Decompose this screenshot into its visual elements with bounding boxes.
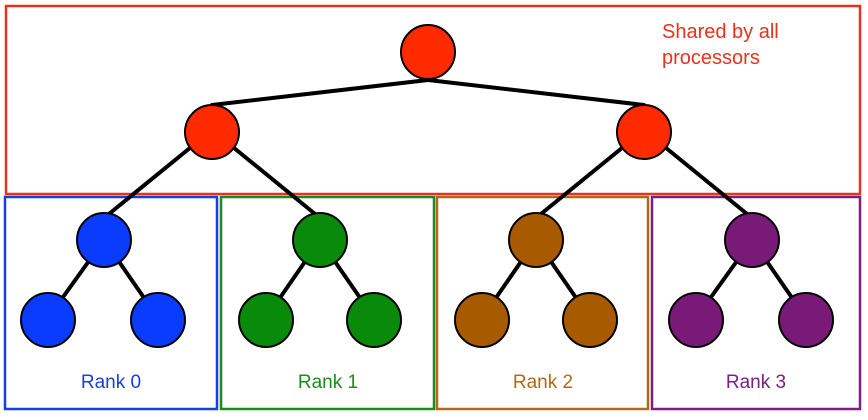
rank-2-right-leaf-node — [562, 292, 618, 348]
rank-3-box — [650, 195, 862, 411]
shared-region-box — [4, 4, 862, 196]
shared-label-line2: processors — [662, 47, 760, 69]
rank-0-parent-node — [76, 212, 132, 268]
rank-3-nodes — [668, 212, 834, 348]
rank-1-nodes — [238, 212, 402, 348]
rank-0-left-leaf-node — [20, 292, 76, 348]
rank-3-right-leaf-node — [778, 292, 834, 348]
rank-1-parent-node — [292, 212, 348, 268]
rank-2-label: Rank 2 — [513, 372, 573, 393]
rank-1-box — [219, 195, 436, 411]
root-node — [400, 24, 456, 80]
rank-1-right-leaf-node — [346, 292, 402, 348]
rank-1-label: Rank 1 — [298, 372, 358, 393]
rank-3-left-leaf-node — [668, 292, 724, 348]
edge-root-left — [210, 78, 430, 107]
edge-root-right — [426, 78, 646, 107]
shared-nodes — [184, 24, 672, 160]
shared-right-node — [616, 104, 672, 160]
rank-2-nodes — [454, 212, 618, 348]
shared-left-node — [184, 104, 240, 160]
rank-3-parent-node — [724, 212, 780, 268]
rank-0-box — [3, 195, 219, 411]
rank-0-label: Rank 0 — [81, 372, 141, 393]
rank-1-left-leaf-node — [238, 292, 294, 348]
shared-label-line1: Shared by all — [662, 21, 779, 43]
rank-0-nodes — [20, 212, 186, 348]
rank-3-label: Rank 3 — [726, 372, 786, 393]
tree-edges — [46, 78, 808, 320]
rank-2-left-leaf-node — [454, 292, 510, 348]
rank-0-right-leaf-node — [130, 292, 186, 348]
rank-2-parent-node — [508, 212, 564, 268]
rank-2-box — [435, 195, 650, 411]
